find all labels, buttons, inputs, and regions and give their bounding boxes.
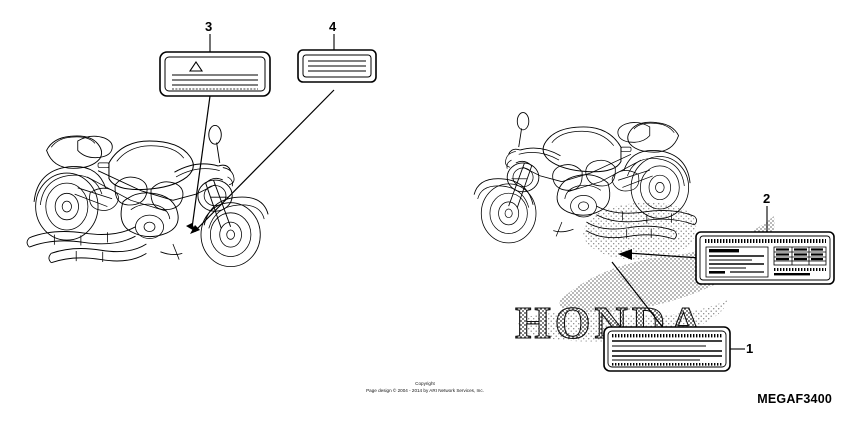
callout-number-2[interactable]: 2 bbox=[763, 191, 771, 206]
label-1-text-lines bbox=[612, 334, 722, 366]
copyright-line-2: Page design © 2004 - 2014 by ARI Network… bbox=[366, 388, 484, 393]
caution-label-1[interactable] bbox=[603, 326, 731, 372]
label-4-text-lines bbox=[308, 60, 366, 72]
callout-number-1[interactable]: 1 bbox=[746, 341, 754, 356]
label-2-right-table bbox=[773, 246, 827, 276]
label-2-header-band bbox=[704, 239, 826, 243]
caution-label-4[interactable] bbox=[297, 49, 377, 83]
label-2-left-column bbox=[705, 246, 769, 278]
leader-line-1 bbox=[611, 261, 669, 335]
leader-arrow-4 bbox=[190, 225, 200, 234]
warning-triangle-icon bbox=[188, 61, 204, 72]
part-number-code: MEGAF3400 bbox=[757, 392, 832, 406]
leader-line-4 bbox=[195, 89, 335, 231]
leader-line-3 bbox=[191, 95, 211, 229]
leader-line-2 bbox=[627, 252, 701, 259]
callout-number-3[interactable]: 3 bbox=[205, 19, 213, 34]
callout-number-4[interactable]: 4 bbox=[329, 19, 337, 34]
caution-label-3[interactable] bbox=[159, 51, 271, 97]
label-3-text-lines bbox=[172, 74, 258, 90]
leader-lines bbox=[186, 34, 768, 350]
leader-arrow-2 bbox=[618, 249, 632, 260]
caution-label-2[interactable] bbox=[695, 231, 835, 285]
copyright-line-1: Copyright bbox=[415, 381, 435, 386]
